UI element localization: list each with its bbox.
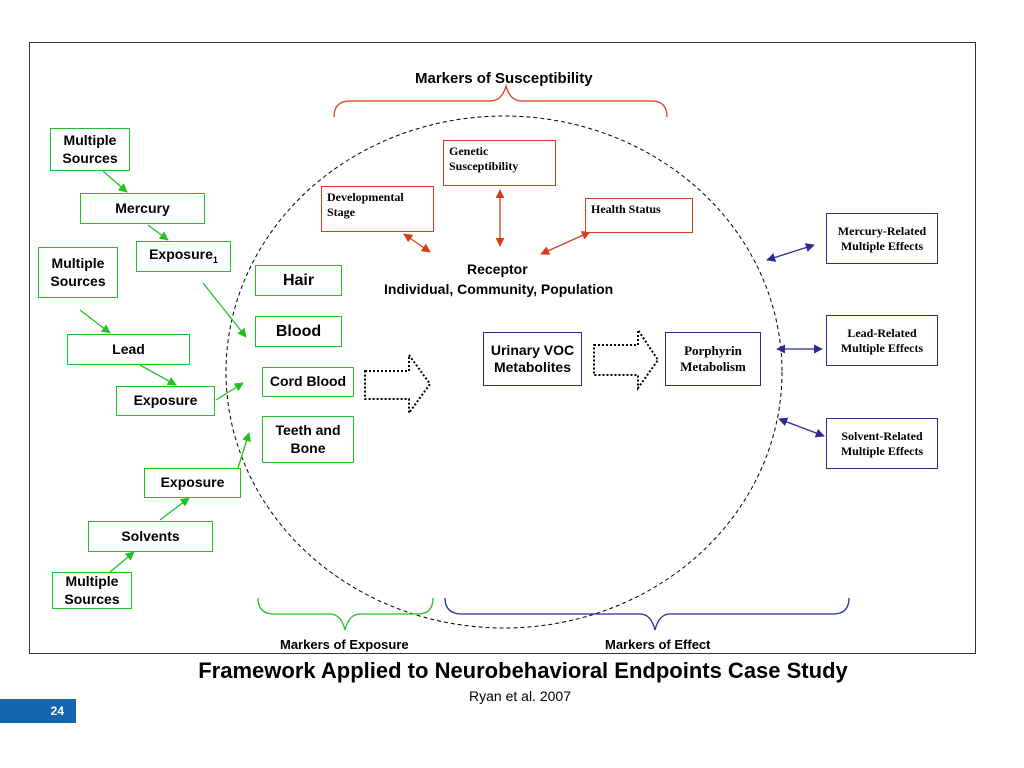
porphyrin-label: Porphyrin Metabolism [680, 342, 746, 374]
mercury-effects-box: Mercury-Related Multiple Effects [826, 213, 938, 264]
lead-exposure-label: Exposure [133, 392, 198, 409]
porphyrin-box: Porphyrin Metabolism [665, 332, 761, 386]
solvent-effects-label: Solvent-Related Multiple Effects [840, 428, 924, 458]
receptor-subtitle: Individual, Community, Population [384, 281, 614, 297]
effect-brace [444, 597, 850, 631]
cord-blood-label: Cord Blood [269, 373, 347, 390]
genetic-susceptibility-box: Genetic Susceptibility [443, 140, 556, 186]
solvent-exposure-label: Exposure [160, 474, 225, 491]
page-number-badge: 24 [0, 699, 76, 723]
page-number: 24 [50, 704, 64, 718]
susceptibility-arrows [403, 189, 591, 255]
exposure-brace [257, 597, 434, 631]
markers-of-exposure-label: Markers of Exposure [280, 637, 409, 652]
solvents-label: Solvents [121, 527, 180, 544]
slide-title: Framework Applied to Neurobehavioral End… [198, 658, 848, 683]
biomarker-to-receptor-arrow [364, 351, 432, 417]
markers-of-susceptibility-label: Markers of Susceptibility [415, 70, 593, 87]
voc-to-porphyrin-arrow [593, 326, 660, 392]
blood-box: Blood [255, 316, 342, 347]
mercury-exposure-box: Exposure1 [136, 241, 231, 272]
receptor-ellipse [225, 115, 783, 629]
receptor-title: Receptor [467, 261, 528, 277]
hair-box: Hair [255, 265, 342, 296]
effect-arrows [766, 243, 825, 438]
urinary-voc-box: Urinary VOC Metabolites [483, 332, 582, 386]
diagram-frame [29, 42, 976, 654]
mercury-sources-box: Multiple Sources [50, 128, 130, 171]
solvent-exposure-box: Exposure [144, 468, 241, 498]
markers-of-effect-label: Markers of Effect [605, 637, 711, 652]
lead-sources-box: Multiple Sources [38, 247, 118, 298]
slide-citation: Ryan et al. 2007 [469, 688, 571, 704]
urinary-voc-label: Urinary VOC Metabolites [490, 341, 575, 376]
health-status-box: Health Status [585, 198, 693, 233]
mercury-exposure-subscript: 1 [212, 255, 218, 266]
developmental-stage-label: Developmental Stage [327, 190, 404, 219]
mercury-exposure-label: Exposure1 [149, 246, 218, 266]
hair-label: Hair [282, 271, 315, 289]
exposure-arrows [79, 170, 251, 573]
solvents-box: Solvents [88, 521, 213, 552]
susceptibility-brace [333, 83, 668, 118]
solvent-sources-box: Multiple Sources [52, 572, 132, 609]
genetic-susceptibility-label: Genetic Susceptibility [449, 144, 519, 173]
teeth-bone-box: Teeth and Bone [262, 416, 354, 463]
developmental-stage-box: Developmental Stage [321, 186, 434, 232]
lead-effects-box: Lead-Related Multiple Effects [826, 315, 938, 366]
mercury-box: Mercury [80, 193, 205, 224]
lead-label: Lead [112, 340, 145, 357]
mercury-exposure-text: Exposure [149, 246, 213, 263]
lead-box: Lead [67, 334, 190, 365]
health-status-label: Health Status [591, 202, 661, 216]
lead-effects-label: Lead-Related Multiple Effects [840, 325, 924, 355]
lead-exposure-box: Exposure [116, 386, 215, 416]
mercury-sources-label: Multiple Sources [62, 132, 118, 166]
solvent-effects-box: Solvent-Related Multiple Effects [826, 418, 938, 469]
cord-blood-box: Cord Blood [262, 367, 354, 397]
teeth-bone-label: Teeth and Bone [275, 422, 341, 456]
blood-label: Blood [275, 322, 322, 340]
mercury-label: Mercury [115, 199, 170, 216]
solvent-sources-label: Multiple Sources [64, 573, 120, 607]
mercury-effects-label: Mercury-Related Multiple Effects [837, 223, 927, 253]
lead-sources-label: Multiple Sources [50, 255, 106, 289]
